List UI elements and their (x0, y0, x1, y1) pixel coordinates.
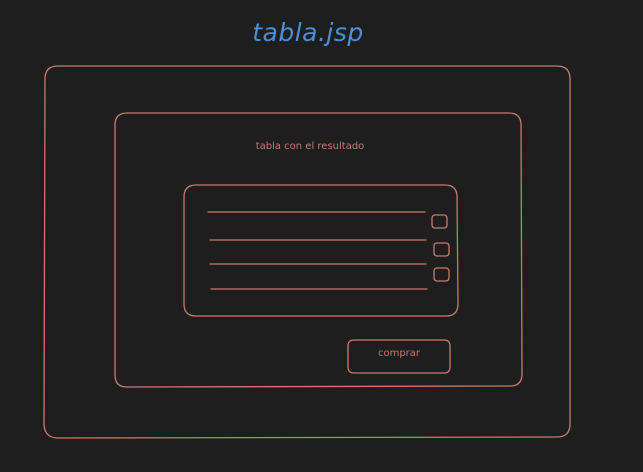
result-caption: tabla con el resultado (255, 141, 365, 152)
buy-button[interactable] (348, 340, 450, 373)
inner-container-frame (114, 112, 523, 388)
outer-page-frame (43, 65, 571, 439)
row-checkbox[interactable] (431, 214, 448, 229)
row-checkbox[interactable] (433, 242, 450, 257)
page-title: tabla.jsp (252, 18, 364, 47)
results-table-frame (183, 184, 459, 317)
row-checkbox[interactable] (433, 267, 450, 282)
buy-button-frame[interactable] (347, 339, 451, 374)
